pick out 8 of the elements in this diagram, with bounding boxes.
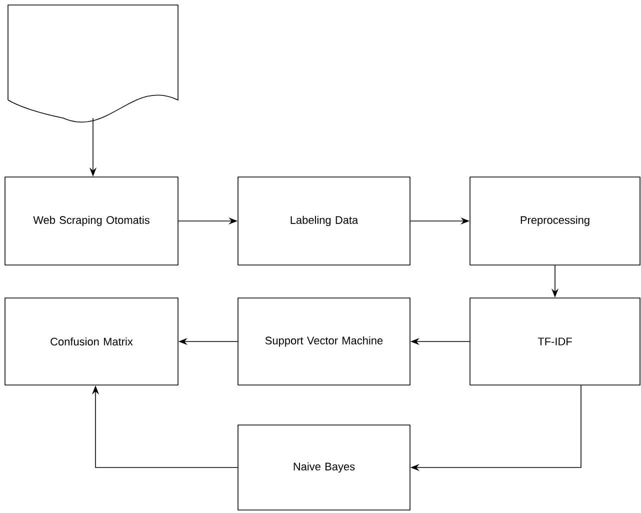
process-box: Labeling Data: [238, 176, 410, 266]
process-box: Web Scraping Otomatis: [4, 176, 178, 266]
process-box: TF-IDF: [470, 298, 640, 386]
process-box: Confusion Matrix: [4, 298, 178, 386]
process-box: Preprocessing: [470, 176, 640, 266]
document-shape: [8, 4, 178, 122]
process-box: Support Vector Machine: [238, 298, 410, 386]
process-box: Naive Bayes: [238, 424, 410, 510]
